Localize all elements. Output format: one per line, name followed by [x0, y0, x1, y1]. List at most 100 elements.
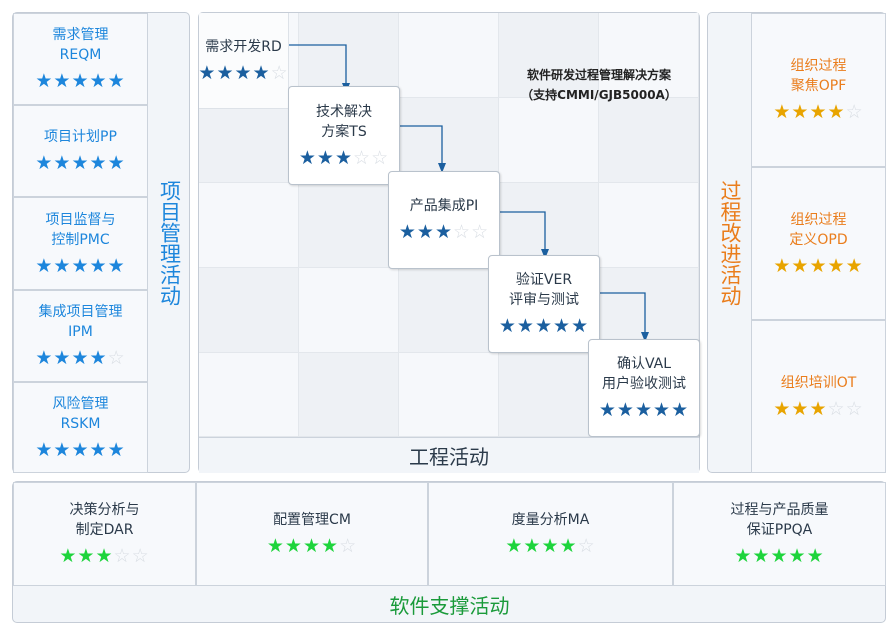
process-area-ma[interactable]: 度量分析MA★★★★☆: [428, 482, 673, 586]
star-filled-icon: ★: [416, 221, 435, 243]
star-filled-icon: ★: [107, 70, 126, 92]
star-rating: ★★★☆☆: [59, 544, 149, 568]
star-filled-icon: ★: [298, 146, 317, 169]
star-empty-icon: ☆: [113, 545, 132, 567]
star-rating: ★★★★☆: [35, 346, 125, 370]
title: 保证PPQA: [746, 522, 813, 538]
star-rating: ★★★★☆: [198, 61, 288, 85]
star-rating: ★★★★☆: [267, 534, 357, 558]
star-filled-icon: ★: [35, 70, 54, 92]
star-filled-icon: ★: [505, 535, 524, 557]
star-filled-icon: ★: [89, 70, 108, 92]
arrow-rd-ts: [289, 44, 347, 85]
process-area-pp[interactable]: 项目计划PP★★★★★: [13, 105, 148, 197]
title: 决策分析与: [69, 502, 140, 518]
star-empty-icon: ☆: [270, 61, 289, 84]
process-area-ppqa[interactable]: 过程与产品质量保证PPQA★★★★★: [673, 482, 886, 586]
star-filled-icon: ★: [498, 315, 517, 337]
process-area-cm[interactable]: 配置管理CM★★★★☆: [196, 482, 428, 586]
title: 组织过程: [790, 58, 847, 74]
arrow-ts-pi: [399, 125, 443, 165]
support-panel: 决策分析与制定DAR★★★☆☆ 配置管理CM★★★★☆ 度量分析MA★★★★☆ …: [12, 481, 886, 623]
star-rating: ★★★★☆: [773, 100, 863, 124]
star-rating: ★★★★☆: [505, 534, 595, 558]
star-filled-icon: ★: [434, 221, 454, 243]
star-filled-icon: ★: [598, 399, 617, 421]
star-empty-icon: ☆: [453, 221, 472, 243]
star-filled-icon: ★: [53, 254, 72, 277]
title: 产品集成PI: [409, 198, 479, 214]
arrow-pi-ver: [499, 211, 546, 251]
star-filled-icon: ★: [35, 152, 54, 174]
title: 项目计划PP: [44, 129, 117, 145]
star-filled-icon: ★: [71, 254, 90, 277]
process-area-pmc[interactable]: 项目监督与控制PMC★★★★★: [13, 197, 148, 290]
title-subline: （支持CMMI/GJB5000A）: [521, 88, 677, 102]
star-filled-icon: ★: [671, 399, 690, 421]
star-rating: ★★★★★: [35, 438, 125, 462]
process-area-opf[interactable]: 组织过程聚焦OPF ★★★★☆: [751, 13, 886, 167]
grid-cell: [499, 183, 599, 268]
title: 控制PMC: [51, 231, 110, 248]
star-filled-icon: ★: [534, 315, 554, 337]
star-filled-icon: ★: [266, 535, 285, 557]
process-area-rd[interactable]: 需求开发RD★★★★☆: [198, 13, 289, 109]
star-filled-icon: ★: [53, 347, 72, 369]
star-filled-icon: ★: [59, 545, 78, 567]
star-filled-icon: ★: [89, 347, 108, 369]
star-rating: ★★★☆☆: [299, 146, 389, 170]
star-rating: ★★★★★: [35, 69, 125, 93]
process-area-ts[interactable]: 技术解决方案TS★★★☆☆: [288, 86, 400, 185]
title: 确认VAL: [616, 356, 672, 372]
star-filled-icon: ★: [284, 535, 303, 557]
grid-cell: [199, 268, 299, 353]
process-improvement-panel: 过程改进活动 组织过程聚焦OPF ★★★★☆ 组织过程定义OPD★★★★★ 组织培…: [707, 12, 886, 473]
star-filled-icon: ★: [35, 438, 54, 461]
process-area-ot[interactable]: 组织培训OT★★★☆☆: [751, 320, 886, 473]
title: 项目监督与: [45, 211, 116, 228]
star-filled-icon: ★: [770, 545, 789, 567]
star-empty-icon: ☆: [845, 397, 864, 420]
process-area-dar[interactable]: 决策分析与制定DAR★★★☆☆: [13, 482, 196, 586]
star-empty-icon: ☆: [827, 397, 846, 420]
star-filled-icon: ★: [791, 254, 810, 277]
star-filled-icon: ★: [334, 146, 354, 169]
process-area-pi[interactable]: 产品集成PI★★★☆☆: [388, 171, 500, 269]
star-filled-icon: ★: [252, 61, 271, 84]
title: 需求管理: [52, 27, 109, 43]
star-filled-icon: ★: [541, 535, 560, 557]
grid-cell: [199, 183, 299, 268]
star-filled-icon: ★: [107, 438, 126, 461]
star-filled-icon: ★: [53, 438, 72, 461]
grid-cell: [399, 98, 499, 183]
process-area-opd[interactable]: 组织过程定义OPD★★★★★: [751, 167, 886, 320]
grid-cell: [499, 98, 599, 183]
star-filled-icon: ★: [95, 545, 114, 567]
title: 技术解决: [316, 103, 372, 120]
star-filled-icon: ★: [809, 254, 828, 277]
star-filled-icon: ★: [53, 70, 72, 92]
star-filled-icon: ★: [653, 399, 672, 421]
star-filled-icon: ★: [35, 347, 54, 369]
category-label: 软件支撑活动: [389, 594, 510, 618]
grid-cell: [399, 13, 499, 98]
star-rating: ★★★★★: [734, 544, 824, 568]
title: 聚焦OPF: [790, 78, 847, 94]
title-line: 软件研发过程管理解决方案: [526, 68, 671, 82]
star-filled-icon: ★: [559, 535, 578, 557]
star-filled-icon: ★: [553, 315, 572, 337]
star-filled-icon: ★: [316, 146, 335, 169]
star-filled-icon: ★: [827, 101, 846, 123]
star-empty-icon: ☆: [471, 221, 490, 243]
grid-cell: [299, 183, 399, 268]
star-filled-icon: ★: [616, 399, 635, 421]
grid-cell: [599, 183, 699, 268]
star-empty-icon: ☆: [371, 146, 390, 169]
category-label: 过程改进活动: [718, 180, 742, 306]
